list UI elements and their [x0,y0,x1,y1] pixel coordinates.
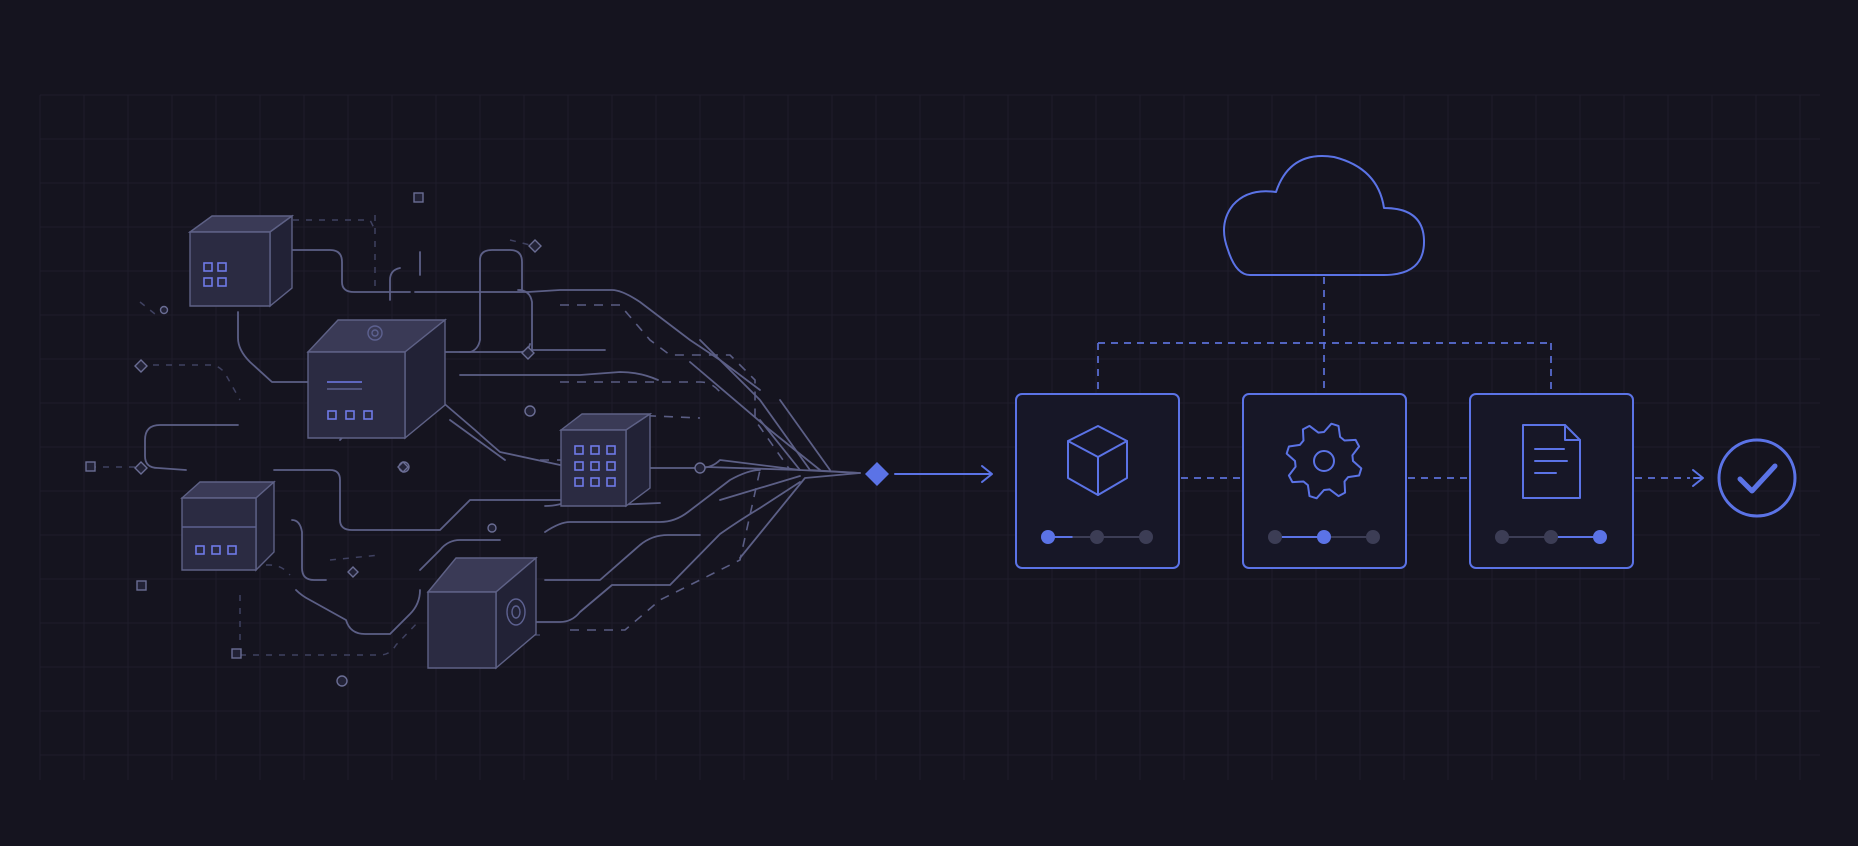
document-icon [1522,424,1581,499]
stage-document[interactable] [1469,393,1634,569]
junction-markers [85,192,706,687]
junction-square-icon [231,648,242,659]
cloud-icon [1223,155,1426,276]
list-icon [327,381,373,420]
junction-dot-icon [336,675,348,687]
junction-diamond-icon [134,359,148,373]
stage-configure[interactable] [1242,393,1407,569]
stage-package[interactable] [1015,393,1180,569]
arrow-right-icon [981,465,993,483]
junction-dot-icon [524,405,536,417]
list-icon [195,545,237,555]
merge-node [865,462,993,486]
progress-dot [1366,530,1380,544]
junction-dot-icon [159,305,169,315]
grid-icon [203,262,227,287]
cube-icon [1067,425,1128,496]
pipeline-stages [1015,393,1634,569]
source-block-data-grid [558,412,653,508]
junction-diamond-icon [347,566,359,578]
progress-dot [1544,530,1558,544]
progress-dot-active [1317,530,1331,544]
gear-icon [367,325,383,341]
source-block-small-grid [187,214,295,308]
gear-icon [506,598,526,626]
arrow-right-icon [1692,469,1704,487]
junction-square-icon [413,192,424,203]
progress-dot [1139,530,1153,544]
progress-dot-active [1041,530,1055,544]
check-circle-icon [1717,438,1797,518]
gear-icon [1285,422,1363,500]
junction-square-icon [85,461,96,472]
progress-dot-active [1593,530,1607,544]
progress-dot [1090,530,1104,544]
cloud-node [1097,155,1552,393]
junction-diamond-icon [134,461,148,475]
diamond-icon [865,462,889,486]
grid-icon [574,445,616,487]
junction-diamond-icon [528,239,542,253]
source-block-gear-config [306,318,447,440]
junction-square-icon [136,580,147,591]
progress-dot [1495,530,1509,544]
stage-progress [1495,530,1607,544]
stage-progress [1041,530,1153,544]
source-block-gear-side [426,556,538,670]
junction-dot-icon [694,462,706,474]
source-block-list [180,480,276,572]
junction-diamond-icon [521,346,535,360]
junction-dot-icon [487,523,497,533]
junction-diamond-icon [397,461,409,473]
stage-progress [1268,530,1380,544]
progress-dot [1268,530,1282,544]
result-node [1635,438,1797,518]
